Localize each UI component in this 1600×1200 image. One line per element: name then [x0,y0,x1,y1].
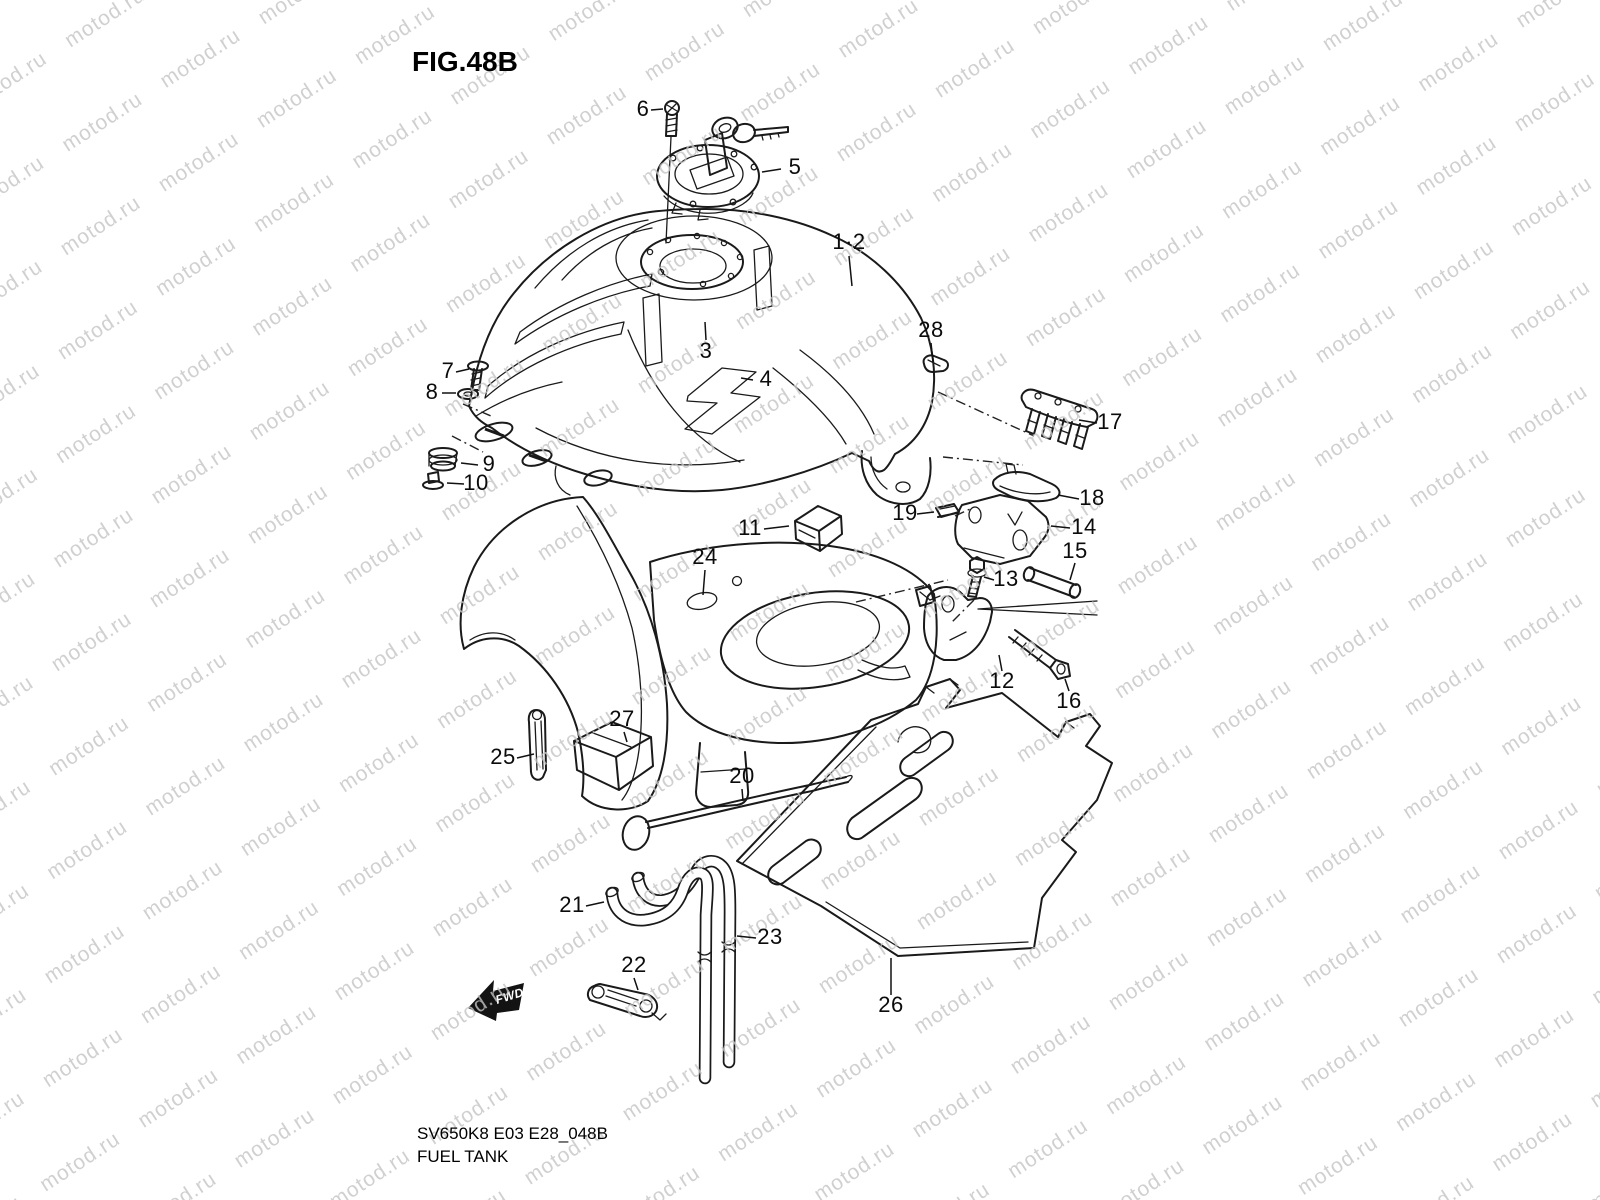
model-code: SV650K8 E03 E28_048B [417,1124,608,1143]
bracket-cluster-drawing [915,354,1099,680]
wire-drawing [621,774,853,851]
leader-line-21 [585,901,605,907]
leader-line-25 [516,753,535,759]
cap-flange-bolts [669,144,758,208]
leader-line-28 [930,342,934,363]
cushions-drawing [527,505,843,791]
figure-title: FIG.48B [412,46,518,77]
leader-line-24 [702,569,706,596]
leader-line-11 [763,525,790,530]
leader-line-10 [446,482,465,485]
leader-line-12 [998,654,1003,672]
leader-line-4 [740,377,754,381]
leader-line-23 [736,935,757,939]
leader-line-17 [1078,419,1098,424]
leader-line-16 [1064,678,1070,692]
hoses-drawing [586,854,737,1085]
leader-line-18 [1057,494,1080,500]
leader-line-5 [761,168,782,173]
fuel-cap-drawing [656,100,789,221]
fwd-arrow: FWD [468,980,525,1021]
tray-drawing [736,678,1113,957]
suzuki-emblem [684,367,761,435]
left-fasteners-drawing [422,360,489,490]
figure-name: FUEL TANK [417,1147,509,1166]
leader-line-22 [633,977,639,991]
leader-line-9 [460,462,479,466]
leader-line-27 [623,731,628,743]
fuel-tank-drawing [468,208,936,505]
leader-line-3 [704,321,707,341]
leader-line-6 [650,108,664,111]
filler-ring-bolts [646,232,744,288]
shield-hole-24 [686,591,718,611]
footer-caption: SV650K8 E03 E28_048B FUEL TANK [417,1122,608,1168]
leader-line-7 [455,368,470,373]
leader-line-13 [983,576,995,581]
clamp-22-drawing [586,983,667,1021]
leader-line-19 [916,511,935,515]
ignition-keys [711,116,789,144]
leader-line-15 [1069,562,1076,581]
leader-line-20 [741,788,744,802]
heat-shield-drawing [459,496,938,811]
construction-lines [451,136,1098,624]
leader-line-14 [1050,525,1071,529]
leader-line-1·2 [848,255,853,287]
